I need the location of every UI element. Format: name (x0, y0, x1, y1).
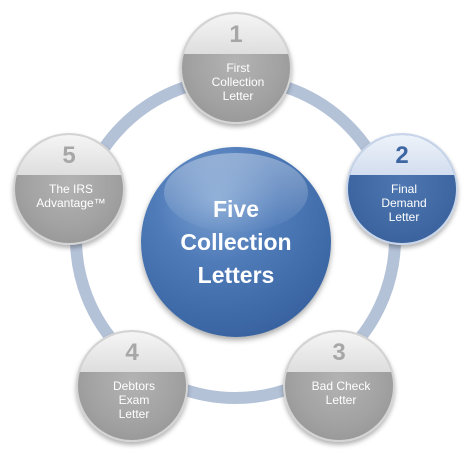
step-number: 2 (395, 142, 409, 169)
step-label: Final Demand Letter (381, 182, 427, 224)
step-cap (285, 332, 393, 372)
step-number: 5 (62, 142, 76, 169)
step-cap (182, 14, 290, 54)
step-node-3: 3 Bad Check Letter (283, 330, 395, 442)
step-cap (348, 135, 456, 175)
step-node-1: 1 First Collection Letter (180, 12, 292, 124)
step-label: First Collection Letter (211, 61, 265, 103)
step-label: Debtors Exam Letter (112, 379, 156, 421)
step-node-5: 5 The IRS Advantage™ (13, 133, 125, 245)
step-label: Bad Check Letter (311, 379, 371, 407)
step-label: The IRS Advantage™ (36, 182, 106, 210)
center-circle: Five Collection Letters (141, 147, 331, 337)
step-number: 4 (125, 339, 139, 366)
step-cap (78, 332, 186, 372)
step-cap (15, 135, 123, 175)
center-title: Five Collection Letters (180, 195, 292, 288)
step-number: 3 (332, 339, 346, 366)
step-node-2: 2 Final Demand Letter (346, 133, 458, 245)
step-number: 1 (229, 21, 243, 48)
step-node-4: 4 Debtors Exam Letter (76, 330, 188, 442)
